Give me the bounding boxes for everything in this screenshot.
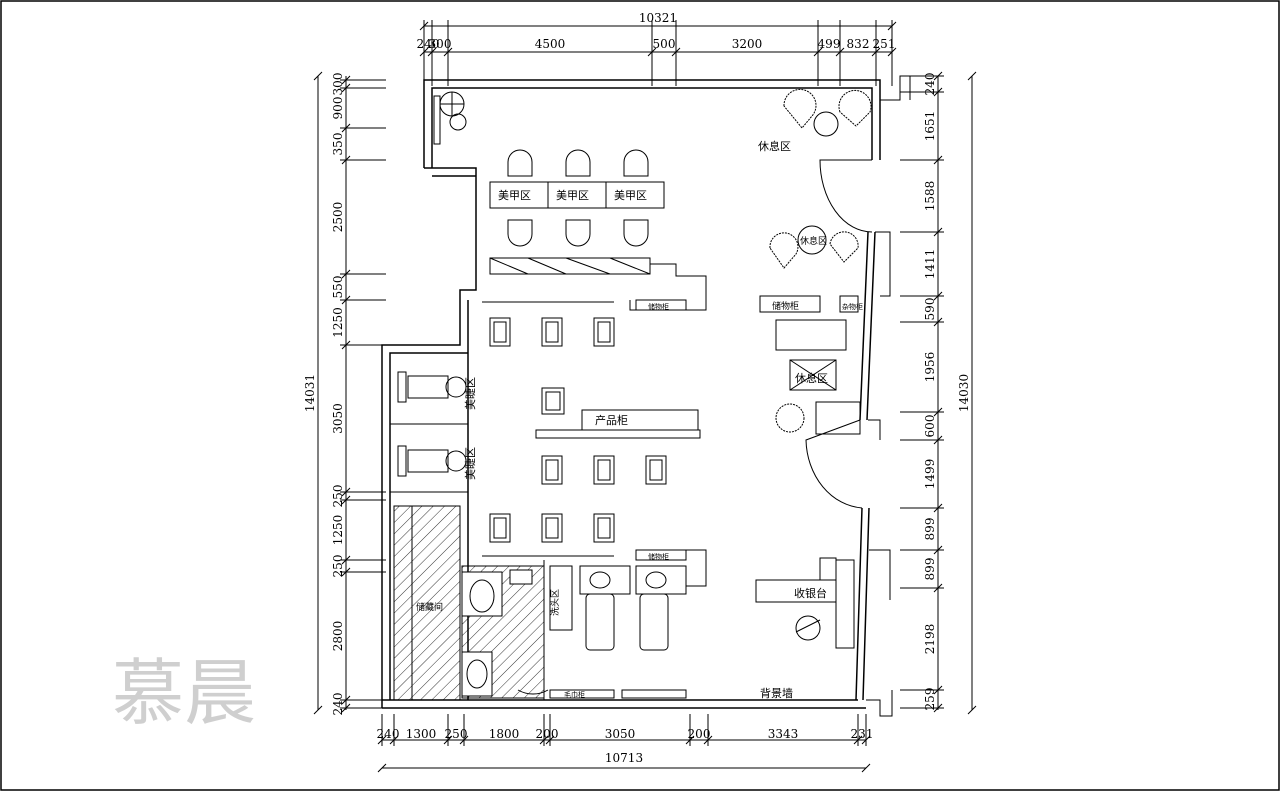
dim-right-seg-5: 1956 [923,352,937,383]
dim-top-seg-2: 4500 [535,37,566,51]
dim-bottom-seg-1: 1300 [406,727,437,741]
dim-right-seg-11: 259 [923,688,937,711]
dim-bottom-seg-7: 3343 [768,727,799,741]
nail-area [489,149,707,311]
product-cabinet-label: 产品柜 [595,413,628,427]
storage-label: 储藏间 [416,601,443,613]
dim-left-seg-9: 250 [331,555,345,578]
dim-left-seg-3: 2500 [331,202,345,233]
nail-area-label-1: 美甲区 [498,189,531,202]
dim-right-seg-9: 899 [923,558,937,581]
cabinet-label: 储物柜 [772,300,799,312]
dim-right-total: 14030 [957,374,971,412]
dim-right-seg-7: 1499 [923,459,937,490]
dim-bottom-seg-4: 200 [536,727,559,741]
dim-right-seg-4: 590 [923,298,937,321]
dim-left-seg-4: 550 [331,276,345,299]
lounge-top [783,88,872,161]
lounge-chairs-label: 休息区 [800,235,827,247]
wash-label: 洗头区 [549,589,561,616]
dim-bottom-seg-3: 1800 [489,727,520,741]
dim-right-seg-1: 1651 [923,111,937,142]
small-cabinet-label: 杂物柜 [842,302,863,311]
lounge-mid-label: 休息区 [795,371,828,385]
dim-left-seg-5: 1250 [331,307,345,338]
dim-right-seg-8: 899 [923,518,937,541]
dim-top-seg-0: 240 [417,37,440,51]
dim-top-seg-4: 3200 [732,37,763,51]
background-wall-label: 背景墙 [760,686,793,700]
dim-top-seg-6: 832 [847,37,870,51]
dim-bottom-total: 10713 [605,751,643,765]
outer-walls [381,79,881,709]
dim-top-seg-1: 300 [429,37,452,51]
dim-left-seg-10: 2800 [331,621,345,652]
eyelash-label-2: 美睫区 [464,447,477,480]
dim-right-seg-10: 2198 [923,624,937,655]
dim-bottom-seg-5: 3050 [605,727,636,741]
dim-bottom-seg-0: 240 [377,727,400,741]
dim-left-seg-8: 1250 [331,515,345,546]
nail-area-label-3: 美甲区 [614,189,647,202]
dim-left-seg-2: 350 [331,133,345,156]
dim-right-seg-0: 240 [923,73,937,96]
dim-top-seg-5: 499 [818,37,841,51]
dim-left-seg-11: 240 [331,693,345,716]
dim-bottom-seg-6: 200 [688,727,711,741]
dim-bottom-seg-2: 250 [445,727,468,741]
dim-top-seg-7: 251 [873,37,896,51]
lounge-top-label: 休息区 [758,139,791,153]
dim-bottom-seg-8: 231 [851,727,874,741]
nail-area-label-2: 美甲区 [556,189,589,202]
dim-top-total: 10321 [639,11,677,25]
dim-top-seg-3: 500 [653,37,676,51]
dimension-lines [313,20,977,773]
cabinet-label-a: 储物柜 [648,302,669,311]
dim-right-seg-6: 600 [923,415,937,438]
dim-left-seg-0: 300 [331,73,345,96]
storage-room [393,505,545,701]
dim-left-seg-6: 3050 [331,403,345,434]
dim-left-seg-7: 250 [331,485,345,508]
wash-stations [549,565,687,699]
dim-left-total: 14031 [303,374,317,412]
cabinet-label-b: 储物柜 [648,552,669,561]
styling-stations [482,299,707,587]
dim-right-seg-3: 1411 [923,249,937,280]
counter-label: 毛巾柜 [564,690,585,699]
eyelash-area [390,371,468,493]
spiral-stair-icon [433,91,467,145]
dim-right-seg-2: 1588 [923,181,937,212]
window-bays [866,75,911,717]
dim-left-seg-1: 900 [331,97,345,120]
cashier-label: 收银台 [794,586,827,600]
watermark: 慕晨 [112,651,256,735]
eyelash-label-1: 美睫区 [464,377,477,410]
lounge-chairs [759,225,861,435]
cashier-desk [755,557,855,649]
